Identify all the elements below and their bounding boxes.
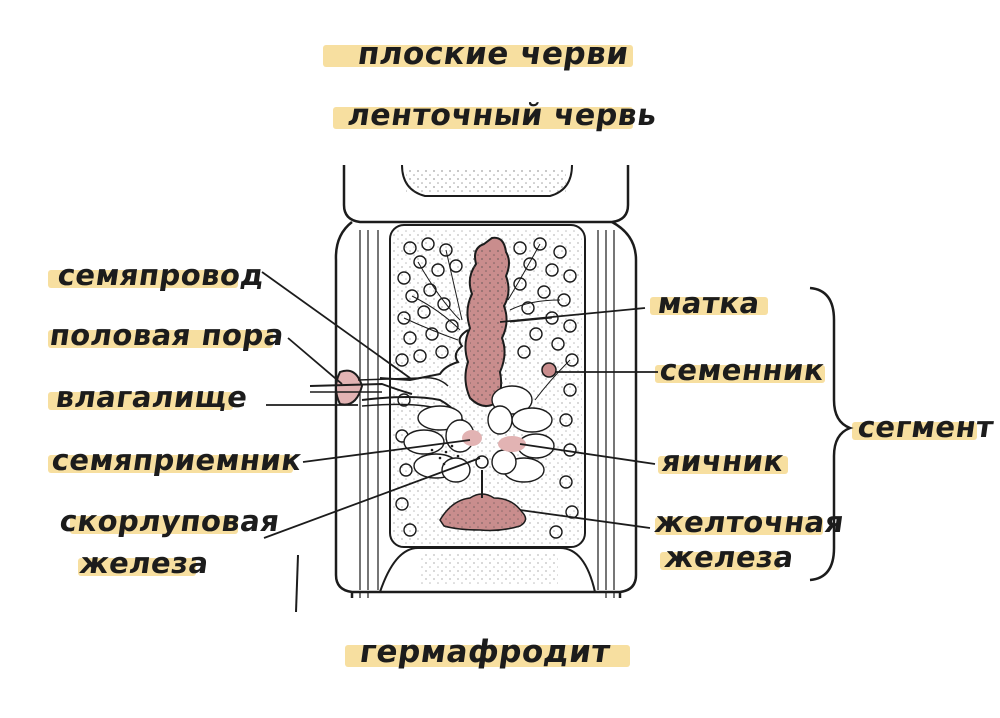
testis-highlight xyxy=(541,362,557,378)
upper-segment-inner xyxy=(401,164,573,197)
label-semennik: семенник xyxy=(657,353,827,387)
label-polovaya-pora: половая пора xyxy=(47,318,287,352)
label-semyapriemnik: семяприемник xyxy=(49,443,305,477)
subtitle: ленточный червь xyxy=(345,98,660,133)
yaichnik-highlight xyxy=(658,456,788,474)
skorlupovaya-highlight-2 xyxy=(78,558,196,576)
title-highlight xyxy=(323,45,633,67)
upper-segment-outline xyxy=(342,165,630,224)
label-zheltochnaya-line1: желточная xyxy=(652,505,847,539)
semyaprovod-highlight xyxy=(48,270,238,288)
vas-deferens xyxy=(379,329,469,382)
label-matka: матка xyxy=(655,286,763,320)
vlagalishche-highlight xyxy=(48,392,233,410)
skorlupovaya-highlight-1 xyxy=(70,516,238,534)
zheltochnaya-highlight-1 xyxy=(655,517,823,535)
main-title: плоские черви xyxy=(355,36,632,72)
label-skorlupovaya-line2: железа xyxy=(77,546,212,580)
bottom-title-highlight xyxy=(345,645,630,667)
zheltochnaya-highlight-2 xyxy=(660,552,780,570)
label-zheltochnaya-line2: железа xyxy=(662,540,797,574)
subtitle-highlight xyxy=(333,107,633,129)
label-segment: сегмент xyxy=(855,410,997,444)
genital-pore xyxy=(335,369,364,406)
semyapriemnik-highlight xyxy=(48,455,293,473)
label-semyaprovod: семяпровод xyxy=(55,258,267,292)
label-vlagalishche: влагалище xyxy=(53,380,251,414)
ovary-left xyxy=(403,405,475,483)
label-yaichnik: яичник xyxy=(659,444,787,478)
lower-segment-outline xyxy=(379,547,596,593)
testes-follicles xyxy=(395,237,579,539)
leader-lines xyxy=(261,271,658,539)
polovaya-pora-highlight xyxy=(48,330,273,348)
semennik-highlight xyxy=(655,365,825,383)
vas-efferentia xyxy=(403,243,571,401)
segment-highlight xyxy=(852,422,977,440)
main-segment-outline xyxy=(334,220,638,594)
matka-highlight xyxy=(650,297,768,315)
segment-brace xyxy=(809,286,854,582)
label-skorlupovaya-line1: скорлуповая xyxy=(57,504,283,538)
bottom-title: гермафродит xyxy=(357,634,613,670)
